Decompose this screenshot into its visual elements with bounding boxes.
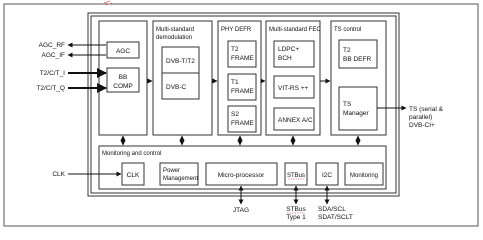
clk-box bbox=[121, 162, 145, 186]
i2c-label: I2C bbox=[322, 172, 332, 179]
stbus-ext-l2: Type 1 bbox=[286, 214, 306, 221]
t2c-i-label: T2/C/T_I bbox=[40, 70, 65, 77]
sda-l1: SDA/SCL bbox=[318, 206, 346, 213]
power-box bbox=[159, 162, 199, 186]
agc-label: AGC bbox=[116, 48, 130, 55]
agc-rf-label: AGC_RF bbox=[39, 42, 65, 49]
t2-frame-l1: T2 bbox=[231, 46, 239, 53]
clk-input-label: CLK bbox=[52, 171, 65, 178]
annex-box bbox=[273, 107, 315, 131]
ts-control-title: TS control bbox=[334, 27, 361, 33]
fec-title: Multi-standard FEC bbox=[269, 27, 321, 33]
micro-label: Micro-processor bbox=[218, 172, 265, 179]
vit-rs-box bbox=[273, 75, 315, 99]
chip-block-inner bbox=[90, 15, 397, 194]
block-diagram: AGC BB COMP Multi-standard demodulation … bbox=[3, 0, 479, 227]
phy-defr-title: PHY DEFR bbox=[221, 27, 252, 33]
vit-rs-label: VIT-RS ++ bbox=[278, 85, 309, 92]
sda-l2: SDAT/SCLT bbox=[318, 214, 353, 221]
ts-manager-box bbox=[338, 86, 378, 131]
bb-defr-box bbox=[338, 39, 378, 69]
ldpc-l1: LDPC+ bbox=[278, 46, 299, 53]
bb-defr-l2: BB DEFR bbox=[343, 56, 371, 63]
ts-output-l3: DVB-CI+ bbox=[409, 122, 435, 129]
power-l1: Power bbox=[163, 168, 180, 174]
micro-box bbox=[205, 162, 278, 186]
monitoring-box bbox=[344, 162, 384, 186]
t2-frame-l2: FRAME bbox=[231, 55, 254, 62]
dvbc-box bbox=[161, 72, 200, 100]
chip-block-outer bbox=[87, 12, 400, 197]
agc-box bbox=[106, 41, 140, 59]
monitoring-box-label: Monitoring bbox=[350, 173, 378, 179]
s2-frame-box bbox=[227, 105, 257, 133]
stbus-label: STBus bbox=[287, 173, 305, 179]
demod-title-2: demodulation bbox=[156, 35, 192, 41]
bb-comp-box bbox=[106, 67, 140, 93]
ldpc-box bbox=[273, 40, 315, 68]
t2c-q-label: T2/C/T_Q bbox=[36, 85, 65, 92]
ts-output-l2: parallel) bbox=[409, 114, 432, 121]
s2-frame-l1: S2 bbox=[231, 111, 239, 118]
dvbt-label: DVB-T/T2 bbox=[166, 58, 195, 65]
bb-label: BB bbox=[119, 74, 128, 81]
stbus-ext-l1: STBus bbox=[286, 206, 306, 213]
ts-manager-l2: Manager bbox=[343, 110, 369, 117]
outer-frame bbox=[3, 3, 479, 227]
demod-title-1: Multi-standard bbox=[156, 27, 194, 33]
power-l2: Management bbox=[163, 176, 198, 182]
i2c-box bbox=[315, 162, 339, 186]
stbus-box bbox=[284, 162, 308, 186]
t2-frame-box bbox=[227, 40, 257, 68]
monitoring-title: Monitoring and control bbox=[102, 151, 161, 157]
dvbc-label: DVB-C bbox=[166, 84, 187, 91]
ldpc-l2: BCH bbox=[278, 55, 292, 62]
s2-frame-l2: FRAME bbox=[231, 120, 254, 127]
bb-defr-l1: T2 bbox=[343, 47, 351, 54]
t1-frame-l2: FRAME bbox=[231, 88, 254, 95]
t1-frame-l1: T1 bbox=[231, 79, 239, 86]
ts-manager-l1: TS bbox=[343, 101, 352, 108]
ts-output-l1: TS (serial & bbox=[409, 106, 444, 113]
agc-if-label: AGC_IF bbox=[42, 52, 66, 59]
clk-box-label: CLK bbox=[127, 172, 140, 179]
jtag-label: JTAG bbox=[233, 207, 249, 214]
t1-frame-box bbox=[227, 73, 257, 101]
comp-label: COMP bbox=[113, 83, 133, 90]
annex-label: ANNEX A/C bbox=[278, 117, 313, 124]
top-red-mark bbox=[103, 0, 113, 6]
